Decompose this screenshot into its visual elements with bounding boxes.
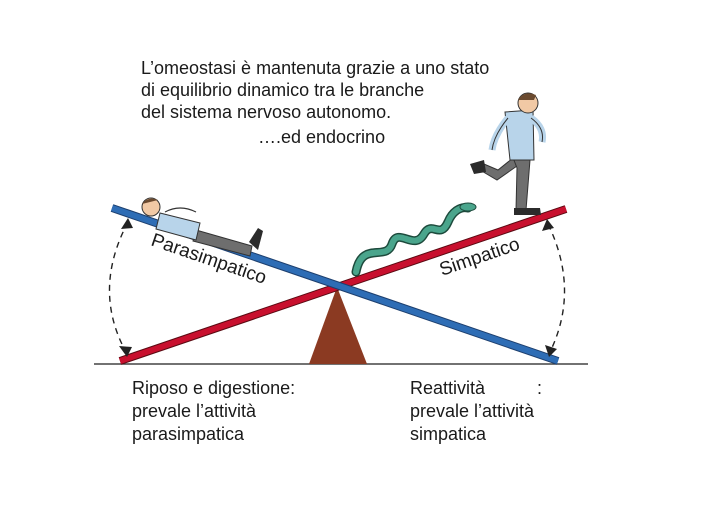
left-caption: Riposo e digestione: prevale l’attività …: [132, 377, 295, 446]
right-dashed-arc: [547, 223, 566, 353]
intro-line-1: L’omeostasi è mantenuta grazie a uno sta…: [141, 58, 490, 78]
left-caption-line-3: parasimpatica: [132, 424, 245, 444]
right-caption-line-1: prevale l’attività: [410, 401, 535, 421]
right-caption: Reattività: prevale l’attività simpatica: [410, 377, 542, 446]
right-caption-head: Reattività:: [410, 377, 542, 400]
right-caption-head-word: Reattività: [410, 378, 486, 398]
running-person-icon: [470, 92, 546, 215]
left-dashed-arc: [108, 221, 129, 353]
intro-line-2: di equilibrio dinamico tra le branche: [141, 80, 425, 100]
intro-line-3: del sistema nervoso autonomo.: [141, 102, 392, 122]
fulcrum: [309, 287, 367, 364]
intro-text: L’omeostasi è mantenuta grazie a uno sta…: [141, 57, 489, 123]
right-caption-head-tail: :: [537, 378, 543, 398]
endocrine-addendum: ….ed endocrino: [258, 127, 386, 147]
right-caption-line-2: simpatica: [410, 424, 487, 444]
snake-icon: [351, 202, 477, 277]
left-caption-line-1: Riposo e digestione:: [132, 378, 296, 398]
lying-person-icon: [141, 197, 263, 257]
left-caption-line-2: prevale l’attività: [132, 401, 257, 421]
